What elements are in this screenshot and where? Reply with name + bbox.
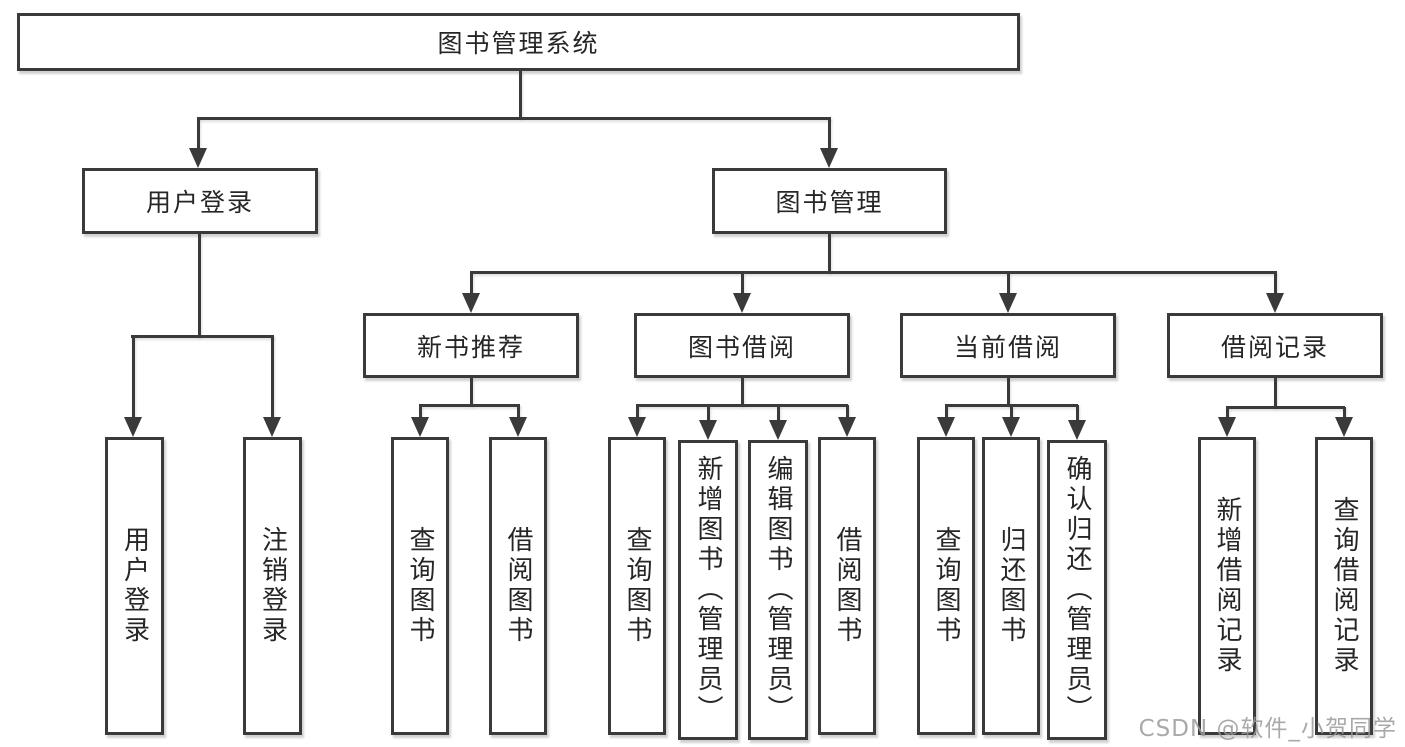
leaf-query-borrow-record-label: 查询借阅记录 bbox=[1329, 496, 1359, 676]
arrow-down-icon bbox=[263, 417, 281, 437]
arrow-down-icon bbox=[1068, 420, 1086, 440]
node-root-label: 图书管理系统 bbox=[437, 29, 600, 58]
leaf-add-books-admin: 新增图书（管理员） bbox=[678, 440, 738, 740]
connector-drop-level3 bbox=[1274, 272, 1277, 295]
connector-borrowing-bar bbox=[636, 404, 848, 407]
arrow-down-icon bbox=[838, 417, 856, 437]
connector-drop-book-mgmt bbox=[828, 118, 831, 152]
connector-login-bar bbox=[131, 335, 274, 338]
connector-recommend-stem bbox=[470, 377, 473, 406]
leaf-borrow-books-borrowing: 借阅图书 bbox=[818, 437, 876, 735]
connector-records-bar bbox=[1226, 406, 1345, 409]
connector-recommend-bar bbox=[419, 404, 520, 407]
arrow-down-icon bbox=[820, 148, 838, 168]
leaf-query-books-borrowing-label: 查询图书 bbox=[622, 526, 652, 646]
arrow-down-icon bbox=[462, 293, 480, 313]
arrow-down-icon bbox=[1335, 417, 1353, 437]
connector-drop-level3 bbox=[741, 272, 744, 295]
node-current-borrowing-label: 当前借阅 bbox=[953, 332, 1062, 362]
connector-drop-leaf bbox=[846, 405, 849, 419]
connector-drop-leaf bbox=[1076, 405, 1079, 422]
leaf-query-books-recommend-label: 查询图书 bbox=[405, 526, 435, 646]
connector-drop-level3 bbox=[470, 272, 473, 295]
leaf-add-borrow-record-label: 新增借阅记录 bbox=[1212, 496, 1242, 676]
leaf-return-books-label: 归还图书 bbox=[996, 526, 1026, 646]
node-book-management-label: 图书管理 bbox=[775, 188, 884, 217]
connector-drop-leaf bbox=[517, 405, 520, 419]
connector-mgmt-stem bbox=[828, 233, 831, 273]
leaf-logout-label: 注销登录 bbox=[257, 526, 288, 646]
connector-drop-user-login bbox=[197, 118, 200, 152]
leaf-user-login: 用户登录 bbox=[105, 437, 164, 735]
connector-drop-level3 bbox=[1007, 272, 1010, 295]
arrow-down-icon bbox=[189, 148, 207, 168]
leaf-add-borrow-record: 新增借阅记录 bbox=[1198, 437, 1256, 735]
connector-drop-leaf bbox=[707, 405, 710, 422]
leaf-query-books-current-label: 查询图书 bbox=[931, 526, 961, 646]
leaf-user-login-label: 用户登录 bbox=[119, 526, 150, 646]
leaf-borrow-books-borrowing-label: 借阅图书 bbox=[832, 526, 862, 646]
node-user-login-label: 用户登录 bbox=[145, 188, 254, 217]
connector-drop-leaf bbox=[271, 336, 274, 418]
leaf-query-books-current: 查询图书 bbox=[917, 437, 975, 735]
node-book-management: 图书管理 bbox=[712, 168, 947, 234]
node-new-book-recommend: 新书推荐 bbox=[363, 313, 579, 378]
leaf-confirm-return-admin-label: 确认归还（管理员） bbox=[1062, 455, 1092, 725]
connector-drop-leaf bbox=[1010, 405, 1013, 419]
csdn-watermark: CSDN @软件_小贺同学 bbox=[1138, 716, 1397, 742]
arrow-down-icon bbox=[1266, 293, 1284, 313]
node-borrowing-records: 借阅记录 bbox=[1167, 313, 1383, 378]
arrow-down-icon bbox=[699, 420, 717, 440]
connector-login-stem bbox=[198, 233, 201, 337]
arrow-down-icon bbox=[937, 417, 955, 437]
connector-current-stem bbox=[1007, 377, 1010, 406]
arrow-down-icon bbox=[769, 420, 787, 440]
leaf-borrow-books-recommend-label: 借阅图书 bbox=[503, 526, 533, 646]
leaf-return-books: 归还图书 bbox=[982, 437, 1040, 735]
leaf-logout: 注销登录 bbox=[243, 437, 302, 735]
arrow-down-icon bbox=[411, 417, 429, 437]
connector-drop-leaf bbox=[419, 405, 422, 419]
connector-mgmt-bar bbox=[470, 271, 1277, 274]
leaf-confirm-return-admin: 确认归还（管理员） bbox=[1047, 440, 1107, 740]
arrow-down-icon bbox=[999, 293, 1017, 313]
node-root-system: 图书管理系统 bbox=[17, 13, 1020, 71]
arrow-down-icon bbox=[733, 293, 751, 313]
leaf-edit-books-admin: 编辑图书（管理员） bbox=[748, 440, 808, 740]
connector-drop-leaf bbox=[777, 405, 780, 422]
node-current-borrowing: 当前借阅 bbox=[900, 313, 1116, 378]
connector-records-stem bbox=[1274, 377, 1277, 408]
arrow-down-icon bbox=[1002, 417, 1020, 437]
leaf-query-borrow-record: 查询借阅记录 bbox=[1315, 437, 1373, 735]
node-new-book-recommend-label: 新书推荐 bbox=[416, 332, 525, 362]
node-book-borrowing: 图书借阅 bbox=[634, 313, 850, 378]
connector-drop-leaf bbox=[1343, 407, 1346, 419]
arrow-down-icon bbox=[509, 417, 527, 437]
connector-drop-leaf bbox=[1226, 407, 1229, 419]
connector-root-stem bbox=[519, 70, 522, 118]
leaf-add-books-admin-label: 新增图书（管理员） bbox=[693, 455, 723, 725]
leaf-borrow-books-recommend: 借阅图书 bbox=[489, 437, 547, 735]
arrow-down-icon bbox=[1218, 417, 1236, 437]
leaf-edit-books-admin-label: 编辑图书（管理员） bbox=[763, 455, 793, 725]
leaf-query-books-borrowing: 查询图书 bbox=[608, 437, 666, 735]
connector-drop-leaf bbox=[132, 336, 135, 418]
leaf-query-books-recommend: 查询图书 bbox=[391, 437, 449, 735]
node-book-borrowing-label: 图书借阅 bbox=[687, 332, 796, 362]
arrow-down-icon bbox=[628, 417, 646, 437]
node-user-login: 用户登录 bbox=[82, 168, 318, 234]
node-borrowing-records-label: 借阅记录 bbox=[1220, 332, 1329, 362]
connector-borrowing-stem bbox=[741, 377, 744, 406]
connector-drop-leaf bbox=[636, 405, 639, 419]
arrow-down-icon bbox=[124, 417, 142, 437]
connector-root-bar bbox=[197, 117, 831, 120]
connector-drop-leaf bbox=[945, 405, 948, 419]
